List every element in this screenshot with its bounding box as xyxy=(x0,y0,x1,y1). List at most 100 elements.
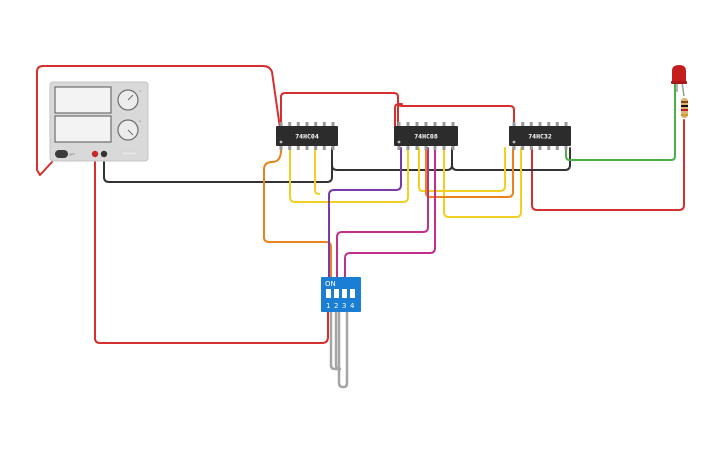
chip-pins xyxy=(512,122,568,150)
chip-body xyxy=(509,126,571,146)
chip-pin-top[interactable] xyxy=(415,122,419,126)
chip-74hc08[interactable]: 74HC08 xyxy=(394,122,458,150)
chip-pin-bottom[interactable] xyxy=(521,146,525,150)
chip-pin-bottom[interactable] xyxy=(433,146,437,150)
wire-orange-74hc04-to-dip[interactable] xyxy=(263,149,332,279)
chip-pin-bottom[interactable] xyxy=(305,146,309,150)
chip-pin-bottom[interactable] xyxy=(512,146,516,150)
voltage-knob-label: V xyxy=(139,89,142,93)
chip-pin-top[interactable] xyxy=(397,122,401,126)
led-body xyxy=(672,65,686,83)
dip-toggle-4[interactable] xyxy=(350,289,355,298)
chip-pin-top[interactable] xyxy=(442,122,446,126)
chip-pin-bottom[interactable] xyxy=(322,146,326,150)
chip-pin-bottom[interactable] xyxy=(564,146,568,150)
chip-notch xyxy=(397,140,401,144)
wire-green-74hc32-to-led[interactable] xyxy=(565,81,676,161)
chip-pin-bottom[interactable] xyxy=(547,146,551,150)
chip-pin-top[interactable] xyxy=(451,122,455,126)
wire-yellow-74hc04-to-74hc08-a[interactable] xyxy=(289,147,409,203)
chip-pin-top[interactable] xyxy=(521,122,525,126)
chip-pin-top[interactable] xyxy=(406,122,410,126)
resistor-band-1 xyxy=(681,101,688,103)
chip-pin-bottom[interactable] xyxy=(451,146,455,150)
current-display xyxy=(54,115,112,143)
wire-gray-dip-1[interactable] xyxy=(329,309,339,371)
chip-pin-top[interactable] xyxy=(296,122,300,126)
chip-pin-bottom[interactable] xyxy=(331,146,335,150)
led-rim xyxy=(671,81,687,84)
wire-red-psu-to-dip[interactable] xyxy=(94,153,329,344)
chip-pin-bottom[interactable] xyxy=(279,146,283,150)
wire-red-74hc04-to-74hc08[interactable] xyxy=(280,92,399,129)
chip-pin-bottom[interactable] xyxy=(397,146,401,150)
chip-pin-top[interactable] xyxy=(538,122,542,126)
wire-black-ground-bus[interactable] xyxy=(103,147,333,183)
chip-74hc04[interactable]: 74HC04 xyxy=(276,122,338,150)
dip-position-label-2: 2 xyxy=(334,302,338,310)
wire-gray-dip-3[interactable] xyxy=(337,309,349,389)
chip-pin-top[interactable] xyxy=(512,122,516,126)
wire-red-74hc08-branch[interactable] xyxy=(394,103,403,129)
current-knob-label: A xyxy=(139,119,142,123)
chip-pin-bottom[interactable] xyxy=(538,146,542,150)
power-supply[interactable]: V A OFF xyxy=(49,81,149,162)
chip-pin-top[interactable] xyxy=(331,122,335,126)
chip-pin-top[interactable] xyxy=(279,122,283,126)
negative-terminal[interactable] xyxy=(100,150,108,158)
wire-red-74hc32-to-resistor[interactable] xyxy=(531,119,685,211)
chip-label: 74HC32 xyxy=(528,133,552,141)
chip-74hc32[interactable]: 74HC32 xyxy=(509,122,571,150)
chip-pin-top[interactable] xyxy=(305,122,309,126)
wire-red-psu-to-74hc04[interactable] xyxy=(36,65,281,176)
wire-orange-74hc08-to-74hc32[interactable] xyxy=(425,147,514,198)
chip-pin-bottom[interactable] xyxy=(555,146,559,150)
dip-position-label-1: 1 xyxy=(326,302,330,310)
dip-switch[interactable]: ON 1 2 3 4 xyxy=(321,277,361,312)
resistor[interactable] xyxy=(681,98,688,118)
dip-position-label-3: 3 xyxy=(342,302,346,310)
chip-pin-bottom[interactable] xyxy=(529,146,533,150)
chip-pin-top[interactable] xyxy=(424,122,428,126)
wire-yellow-74hc08-to-74hc32-a[interactable] xyxy=(443,147,522,218)
chip-pin-top[interactable] xyxy=(529,122,533,126)
dip-switch-body xyxy=(321,277,361,312)
chip-pin-top[interactable] xyxy=(547,122,551,126)
chip-pin-bottom[interactable] xyxy=(424,146,428,150)
wire-yellow-74hc08-to-74hc32-b[interactable] xyxy=(418,147,506,192)
wire-purple-74hc08-to-dip[interactable] xyxy=(328,147,402,279)
chip-pin-top[interactable] xyxy=(288,122,292,126)
dip-toggle-2[interactable] xyxy=(334,289,339,298)
chip-pin-bottom[interactable] xyxy=(288,146,292,150)
voltage-display xyxy=(54,86,112,114)
chip-label: 74HC04 xyxy=(295,133,319,141)
chip-pins xyxy=(279,122,335,150)
resistor-band-2 xyxy=(681,105,688,107)
wire-magenta-74hc08-to-dip-b[interactable] xyxy=(344,147,436,279)
chip-pin-top[interactable] xyxy=(314,122,318,126)
chip-notch xyxy=(512,140,516,144)
power-button-label: OFF xyxy=(69,153,75,157)
wire-magenta-74hc08-to-dip-a[interactable] xyxy=(336,147,429,279)
wire-yellow-74hc04-to-74hc08-b[interactable] xyxy=(314,147,320,195)
led[interactable] xyxy=(671,65,687,97)
dip-toggle-3[interactable] xyxy=(342,289,347,298)
power-button[interactable] xyxy=(55,150,68,158)
chip-pin-bottom[interactable] xyxy=(296,146,300,150)
wire-black-ground-74hc32[interactable] xyxy=(451,147,571,171)
chip-pin-top[interactable] xyxy=(322,122,326,126)
chip-pin-bottom[interactable] xyxy=(415,146,419,150)
chip-pin-top[interactable] xyxy=(555,122,559,126)
chip-pin-bottom[interactable] xyxy=(314,146,318,150)
chip-pin-top[interactable] xyxy=(564,122,568,126)
wire-red-74hc08-to-74hc32[interactable] xyxy=(398,103,515,129)
chip-pin-bottom[interactable] xyxy=(442,146,446,150)
dip-toggle-1[interactable] xyxy=(326,289,331,298)
chip-pin-top[interactable] xyxy=(433,122,437,126)
power-supply-vent xyxy=(121,151,137,156)
positive-terminal[interactable] xyxy=(91,150,99,158)
chip-pins xyxy=(397,122,455,150)
wires xyxy=(36,65,685,389)
chip-pin-bottom[interactable] xyxy=(406,146,410,150)
